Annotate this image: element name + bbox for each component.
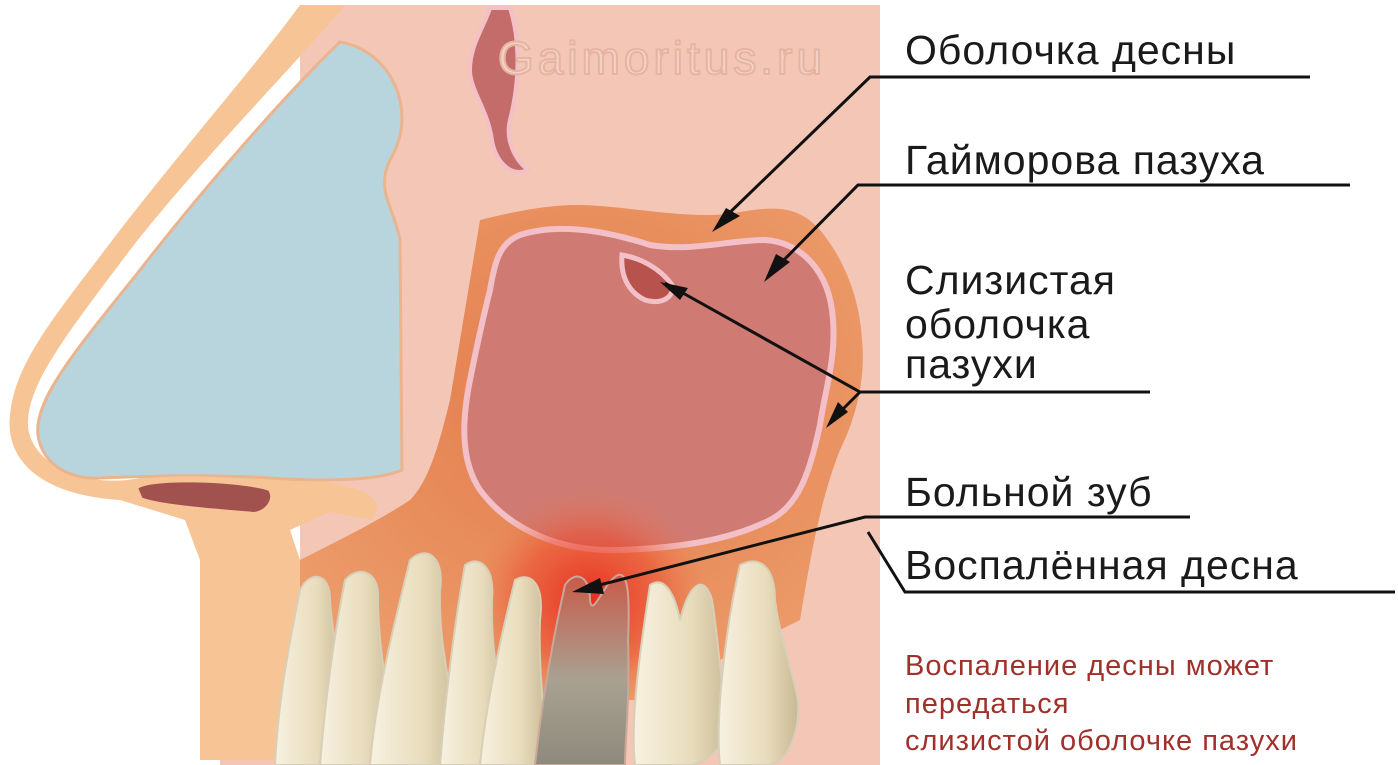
label-inflamed-gum: Воспалённая десна	[905, 545, 1299, 586]
note-line3: слизистой оболочке пазухи	[905, 727, 1298, 756]
watermark: Gaimoritus.ru	[498, 35, 826, 81]
label-diseased-tooth: Больной зуб	[905, 472, 1153, 513]
label-sinus-mucosa-line3: пазухи	[905, 344, 1038, 385]
note-line1: Воспаление десны может	[905, 652, 1274, 681]
label-gum-membrane: Оболочка десны	[905, 30, 1236, 71]
note-line2: передаться	[905, 690, 1069, 719]
label-sinus-mucosa-line2: оболочка	[905, 304, 1090, 345]
label-sinus-mucosa-line1: Слизистая	[905, 260, 1116, 301]
label-maxillary-sinus: Гайморова пазуха	[905, 140, 1265, 181]
